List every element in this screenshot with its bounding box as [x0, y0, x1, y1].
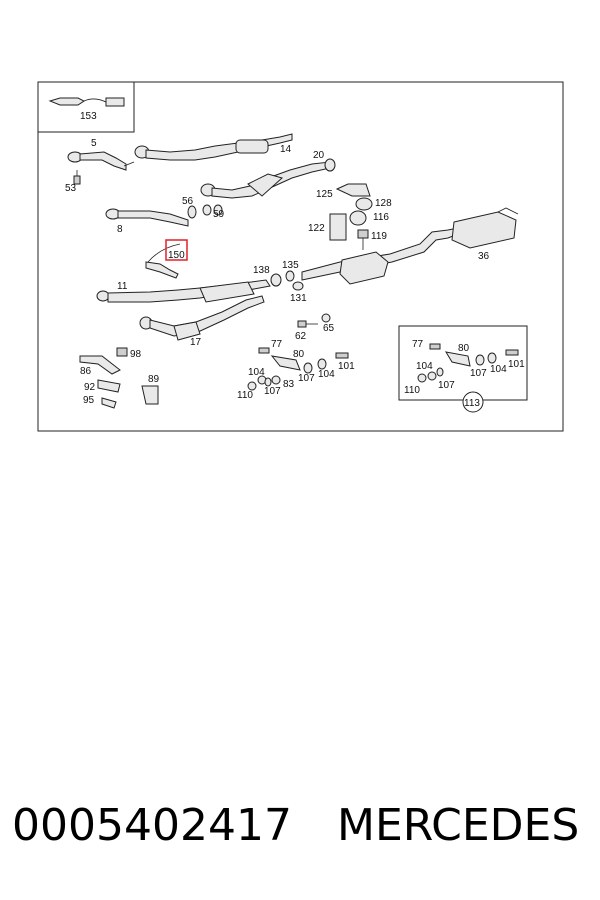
inset-box-153 [37, 81, 135, 133]
highlight-box-150 [165, 239, 188, 261]
callout-131: 131 [290, 293, 307, 304]
rubber-mount-128 [355, 197, 373, 211]
callout-110b: 110 [404, 385, 420, 396]
hanger-bracket-125 [335, 183, 371, 197]
bracket-86 [79, 355, 121, 375]
pipe-14 [134, 133, 293, 161]
front-pipe-11 [96, 279, 271, 303]
callout-150: 150 [168, 250, 185, 261]
callout-104b: 104 [318, 369, 335, 380]
callout-62: 62 [295, 331, 307, 342]
bolt-119 [357, 229, 369, 250]
callout-104c: 104 [416, 361, 433, 372]
front-pipe-17 [139, 295, 265, 341]
callout-128: 128 [375, 198, 392, 209]
washer-107c [475, 354, 485, 366]
bracket-89 [141, 385, 159, 405]
callout-122: 122 [308, 223, 325, 234]
callout-56: 56 [182, 196, 194, 207]
oxygen-sensor-150 [145, 239, 188, 279]
callout-104a: 104 [248, 367, 265, 378]
oxygen-sensor-153 [48, 97, 125, 107]
bolt-98 [116, 347, 128, 357]
callout-11: 11 [117, 281, 128, 292]
callout-5: 5 [91, 138, 97, 149]
callout-153: 153 [80, 111, 97, 122]
callout-77b: 77 [412, 339, 424, 350]
washer-83 [271, 375, 281, 385]
bolt-77a [258, 347, 270, 354]
washer-104c [427, 371, 437, 381]
callout-86: 86 [80, 366, 92, 377]
rubber-mount-116 [349, 210, 367, 226]
callout-110a: 110 [237, 390, 253, 401]
bracket-80a [270, 355, 301, 371]
callout-138: 138 [253, 265, 270, 276]
callout-92: 92 [84, 382, 96, 393]
clamp-95 [101, 397, 117, 409]
clamp-135 [285, 270, 295, 282]
callout-80a: 80 [293, 349, 305, 360]
pipe-20 [200, 158, 336, 199]
callout-circle-113 [462, 391, 484, 413]
callout-135: 135 [282, 260, 299, 271]
callout-20: 20 [313, 150, 325, 161]
bracket-122 [329, 213, 347, 241]
callout-107c: 107 [470, 368, 487, 379]
callout-89: 89 [148, 374, 160, 385]
bolt-101b [505, 349, 519, 356]
callout-77a: 77 [271, 339, 283, 350]
callout-116: 116 [373, 212, 389, 223]
callout-125: 125 [316, 189, 333, 200]
washer-107a [303, 362, 313, 374]
callout-107d: 107 [438, 380, 455, 391]
washer-104b [317, 358, 327, 370]
washer-107b [264, 377, 272, 387]
brand-name: MERCEDES [337, 800, 580, 851]
callout-36: 36 [478, 251, 490, 262]
bolt-62 [297, 320, 318, 328]
bracket-80b [445, 351, 471, 367]
callout-14: 14 [280, 144, 292, 155]
rear-muffler-36 [301, 207, 519, 285]
callout-53: 53 [65, 183, 77, 194]
pipe-8 [105, 208, 189, 227]
callout-95: 95 [83, 395, 95, 406]
bolt-101a [335, 352, 349, 359]
pipe-5 [67, 151, 135, 171]
gasket-56 [187, 205, 197, 219]
part-caption: 0005402417 MERCEDES [0, 800, 600, 860]
callout-65: 65 [323, 323, 335, 334]
callout-107a: 107 [298, 373, 315, 384]
clamp-138 [270, 273, 282, 287]
callout-101a: 101 [338, 361, 355, 372]
callout-83: 83 [283, 379, 295, 390]
callout-113: 113 [464, 398, 480, 409]
callout-104d: 104 [490, 364, 507, 375]
callout-8: 8 [117, 224, 123, 235]
nut-110a [247, 381, 257, 391]
bolt-53 [73, 170, 81, 185]
callout-101b: 101 [508, 359, 525, 370]
part-number: 0005402417 [12, 800, 292, 851]
callout-80b: 80 [458, 343, 470, 354]
callout-98: 98 [130, 349, 142, 360]
gasket-59a [202, 204, 212, 216]
callout-17: 17 [190, 337, 202, 348]
callout-59: 59 [213, 209, 225, 220]
nut-110b [417, 373, 427, 383]
clamp-92 [97, 379, 121, 393]
diagram-frame [37, 81, 564, 432]
nut-65 [321, 313, 331, 323]
exhaust-system-diagram: 153 5 14 20 53 125 128 116 56 59 8 122 1… [37, 81, 564, 432]
callout-107b: 107 [264, 386, 281, 397]
callout-119: 119 [371, 231, 387, 242]
bolt-77b [429, 343, 441, 350]
washer-107d [436, 367, 444, 377]
clamp-131 [292, 281, 304, 291]
gasket-59b [213, 204, 223, 216]
washer-104d [487, 352, 497, 364]
